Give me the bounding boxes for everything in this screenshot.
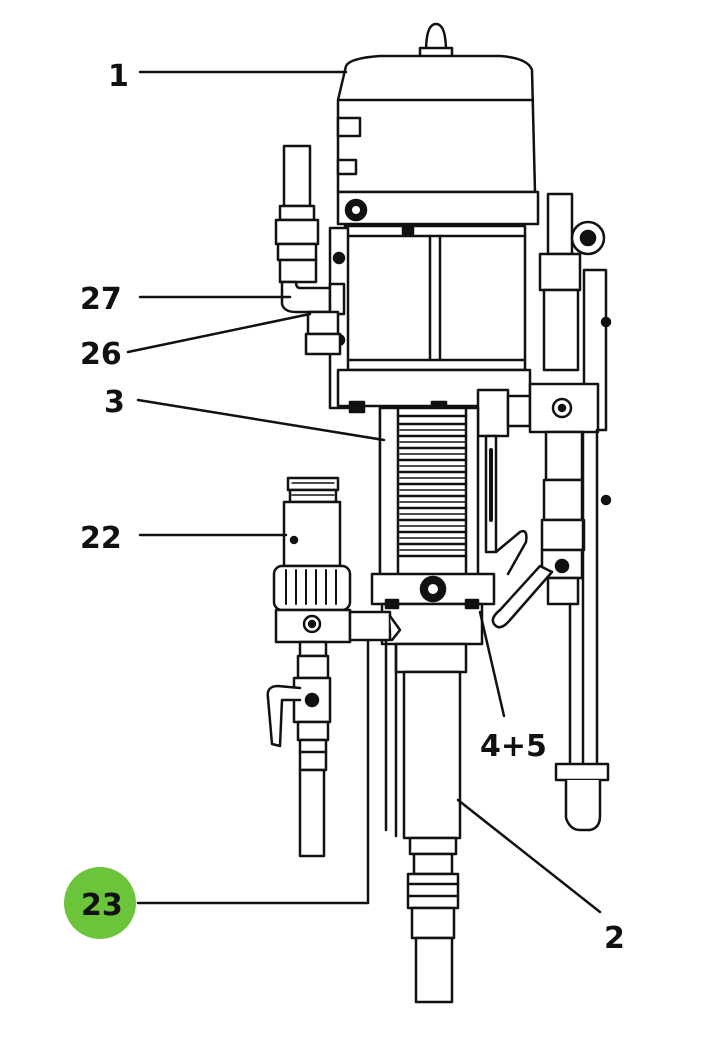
callout-3: 3 [104,385,125,420]
callout-27: 27 [80,282,122,317]
motor-housing [336,22,540,226]
callout-22: 22 [80,521,122,556]
leader-23 [136,638,370,905]
air-cylinder [328,224,532,414]
fluid-section [384,610,462,1004]
air-inlet-fitting [274,144,346,356]
callout-45: 4+5 [480,729,547,764]
highlight-badge [64,867,136,939]
leader-lines [126,70,602,914]
right-air-line [476,192,612,832]
leader-45 [478,610,506,718]
leader-26 [126,312,312,354]
callout-26: 26 [80,337,122,372]
callout-labels: 1 27 26 3 22 4+5 23 2 [80,59,625,956]
callout-2: 2 [604,921,625,956]
callout-23: 23 [81,888,123,923]
leader-2 [456,798,602,914]
spring-section [370,406,528,674]
callout-1: 1 [108,59,129,94]
leader-3 [136,398,386,442]
filter-assembly [266,476,402,858]
